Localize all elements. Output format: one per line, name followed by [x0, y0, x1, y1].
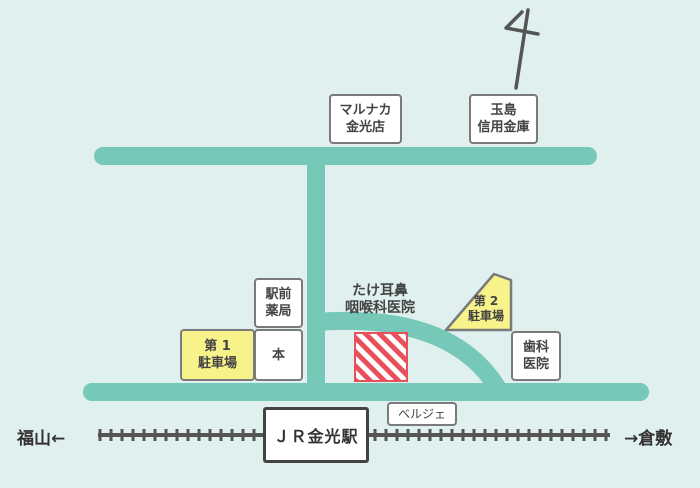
belger-label: ベルジェ [397, 406, 446, 421]
parking-2-marker [444, 272, 513, 332]
honten-store: 本 [254, 329, 303, 381]
jr-konko-station: ＪＲ金光駅 [263, 407, 369, 463]
honten-label: 本 [271, 347, 285, 363]
dental-line-2: 医院 [522, 357, 549, 372]
tamashima-line-2: 信用金庫 [477, 120, 530, 135]
dental-line-1: 歯科 [522, 340, 549, 355]
railway-ties [98, 429, 608, 441]
parking-1-line-1: 第 1 [204, 339, 231, 354]
station-name: ＪＲ金光駅 [273, 427, 359, 446]
direction-east: →倉敷 [624, 429, 673, 449]
parking-2-line-2: 駐車場 [467, 309, 504, 323]
ekimae-pharmacy: 駅前 薬局 [254, 278, 303, 328]
clinic-line-2: 咽喉科医院 [345, 300, 415, 316]
north-arrow-icon [504, 8, 540, 90]
tamashima-line-1: 玉島 [490, 103, 517, 118]
curved-road [315, 311, 508, 397]
parking-2-line-1: 第 2 [473, 294, 499, 308]
parking-1-line-2: 駐車場 [197, 356, 237, 371]
clinic-marker [354, 332, 408, 382]
clinic-line-1: たけ耳鼻 [352, 283, 408, 299]
marunaka-line-2: 金光店 [345, 120, 385, 135]
pharmacy-line-2: 薬局 [265, 304, 292, 319]
parking-1: 第 1 駐車場 [180, 329, 255, 381]
direction-west: 福山← [17, 429, 66, 449]
clinic-label: たけ耳鼻 咽喉科医院 [330, 283, 430, 317]
marunaka-store: マルナカ 金光店 [329, 94, 402, 144]
tamashima-bank: 玉島 信用金庫 [469, 94, 538, 144]
parking-2-label: 第 2 駐車場 [462, 294, 510, 324]
marunaka-line-1: マルナカ [339, 103, 392, 118]
dental-clinic: 歯科 医院 [511, 331, 561, 381]
belger-shop: ベルジェ [387, 402, 457, 426]
pharmacy-line-1: 駅前 [265, 287, 292, 302]
